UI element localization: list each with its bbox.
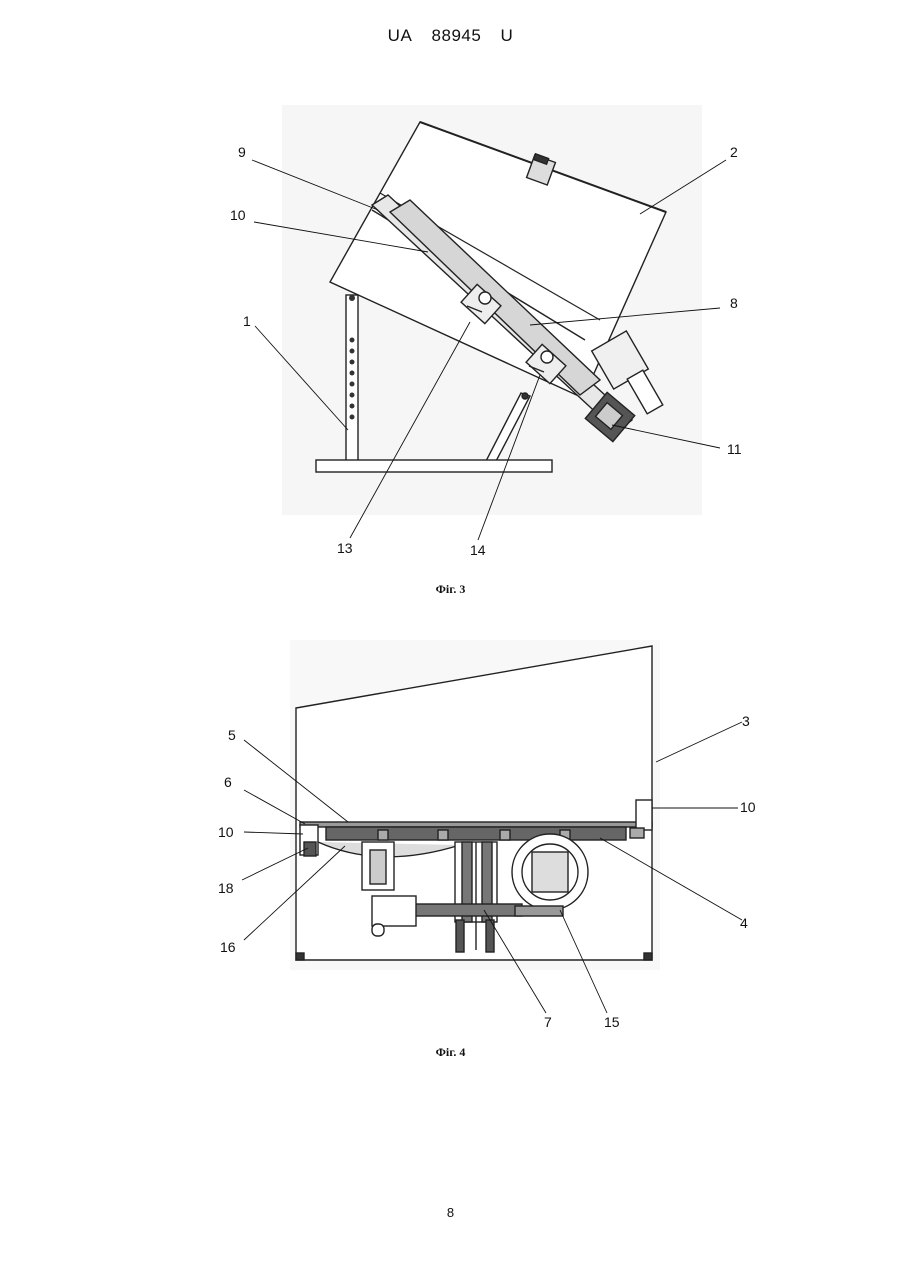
- figure-3-caption: Фіг. 3: [0, 582, 901, 597]
- label-11: 11: [727, 441, 742, 457]
- label-5: 5: [228, 727, 236, 743]
- label-4: 4: [740, 915, 748, 931]
- label-2: 2: [730, 144, 738, 160]
- label-14: 14: [470, 542, 486, 558]
- label-10: 10: [230, 207, 246, 223]
- label-15: 15: [604, 1014, 620, 1030]
- fig4-labels: 5 6 10 18 16 3 10 4 7 15: [218, 713, 756, 1030]
- label-16: 16: [220, 939, 236, 955]
- label-9: 9: [238, 144, 246, 160]
- label-3: 3: [742, 713, 750, 729]
- label-8: 8: [730, 295, 738, 311]
- base-plate: [316, 460, 552, 472]
- wheel: [512, 834, 588, 910]
- cylinder-left: [362, 842, 394, 890]
- fig4-leader-lines: [242, 722, 742, 1013]
- label-10-right: 10: [740, 799, 756, 815]
- label-18: 18: [218, 880, 234, 896]
- label-1: 1: [243, 313, 251, 329]
- label-6: 6: [224, 774, 232, 790]
- gear-bar: [412, 904, 522, 916]
- scan-background-4: [290, 640, 660, 970]
- motor-left: [372, 896, 416, 926]
- page-number: 8: [0, 1205, 901, 1220]
- hopper-front: [296, 646, 652, 960]
- device-front-view: [296, 646, 652, 960]
- label-7: 7: [544, 1014, 552, 1030]
- rotating-disc: [326, 827, 626, 840]
- figure-3-drawing: 9 10 2 8 1 11 13 14: [0, 0, 901, 600]
- adjustable-stand: [346, 295, 358, 465]
- plate-5: [300, 822, 652, 827]
- shaft-assembly: [455, 842, 497, 922]
- label-13: 13: [337, 540, 353, 556]
- label-10-left: 10: [218, 824, 234, 840]
- figure-4-caption: Фіг. 4: [0, 1045, 901, 1060]
